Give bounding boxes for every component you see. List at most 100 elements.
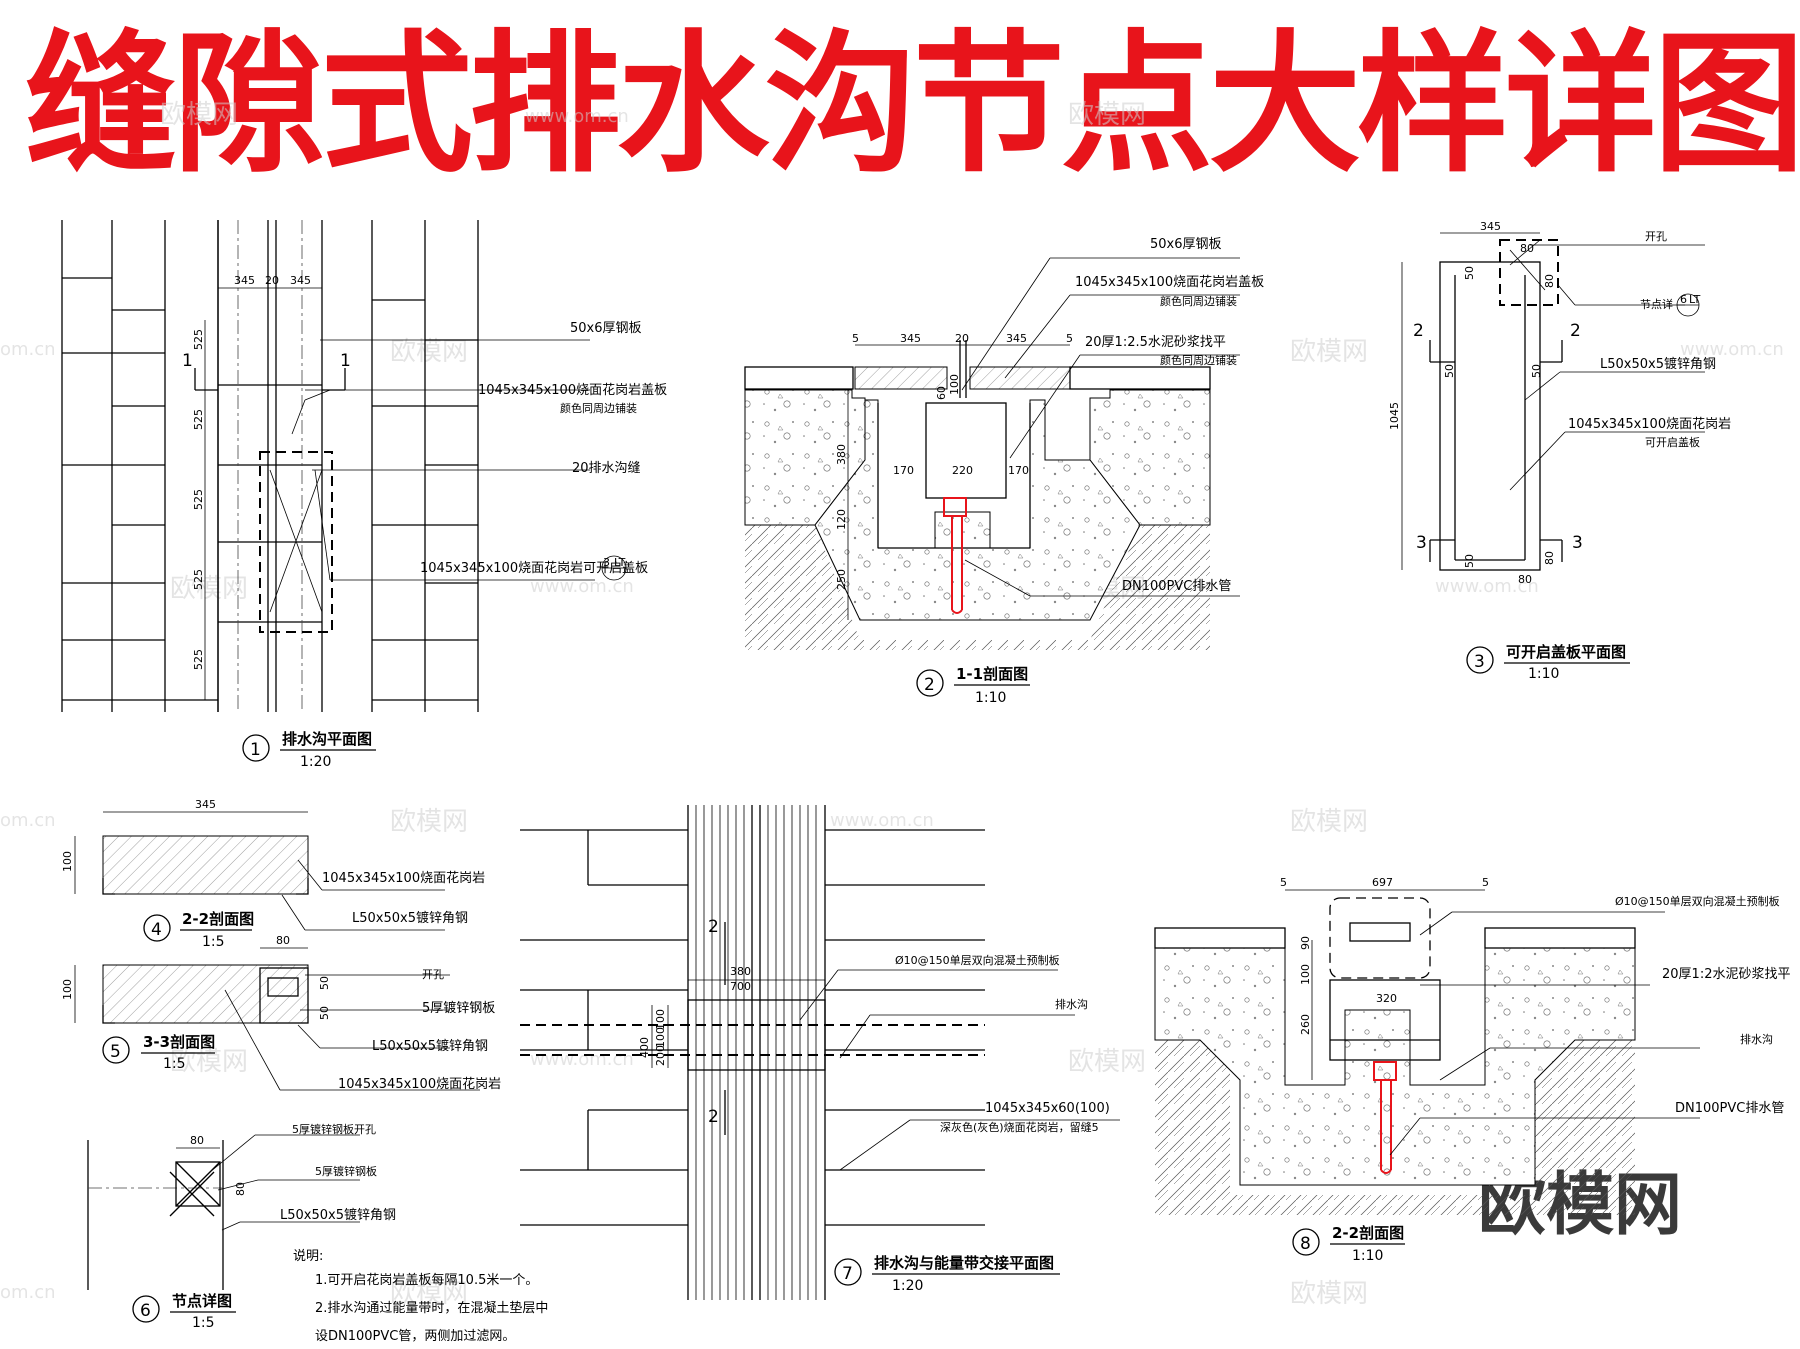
label-hole: 开孔 [1645, 230, 1667, 243]
label-stone: 1045x345x60(100) [985, 1101, 1110, 1116]
view-4-scale: 1:5 [202, 934, 225, 950]
dim-525-5: 525 [192, 649, 205, 670]
view-7-scale: 1:20 [892, 1278, 923, 1294]
dim-380: 380 [730, 965, 751, 978]
view-7-energy-belt-plan: 400 100 200 100 380 700 2 2 Ø10@150单层双向混… [520, 805, 1120, 1300]
section-mark-2-bottom: 2 [708, 1107, 719, 1127]
section-mark-2-left: 2 [1413, 321, 1424, 341]
dim-1045: 1045 [1388, 402, 1401, 430]
view-2-section-1-1: 5 345 20 345 5 170 220 170 380 120 250 6… [744, 237, 1264, 706]
watermark-brand: 欧模网 [1290, 807, 1368, 837]
dim-50-top: 50 [318, 976, 331, 990]
dim-50-bottom: 50 [1463, 554, 1476, 568]
dim-100-b: 100 [654, 1009, 667, 1030]
note-2: 2.排水沟通过能量带时，在混凝土垫层中 [315, 1300, 548, 1316]
dim-5-left: 5 [1280, 876, 1287, 889]
dim-525-1: 525 [192, 329, 205, 350]
view-5-scale: 1:5 [163, 1056, 186, 1072]
label-stone: 1045x345x100烧面花岗岩 [322, 870, 485, 886]
dim-345: 345 [195, 798, 216, 811]
section-mark-1-right: 1 [340, 351, 351, 371]
dim-345-left: 345 [900, 332, 921, 345]
ref-lt: LT [1689, 293, 1701, 306]
dim-700: 700 [730, 980, 751, 993]
label-node-ref: 节点详 [1640, 297, 1673, 311]
watermark-brand: 欧模网 [390, 807, 468, 837]
dim-50-bottom: 50 [318, 1006, 331, 1020]
watermark-site-short: om.cn [0, 339, 56, 360]
dim-100: 100 [61, 851, 74, 872]
view-6-number: 6 [140, 1301, 151, 1321]
ref-3: 3 [603, 556, 610, 569]
watermark-brand: 欧模网 [390, 1279, 468, 1309]
watermark-site: www.om.cn [1435, 576, 1539, 597]
watermark-site: www.om.cn [530, 1049, 634, 1070]
label-stone-openable: 可开启盖板 [1645, 435, 1700, 449]
label-angle: L50x50x5镀锌角钢 [280, 1207, 396, 1223]
label-drain: 排水沟 [1740, 1032, 1773, 1046]
watermark-site-short: om.cn [0, 810, 56, 831]
dim-80: 80 [276, 934, 290, 947]
dim-100-a: 100 [654, 1027, 667, 1048]
label-stone: 1045x345x100烧面花岗岩 [1568, 416, 1731, 432]
dim-525-2: 525 [192, 409, 205, 430]
dim-top-a: 345 [234, 274, 255, 287]
label-stone-color: 颜色同周边铺装 [1160, 294, 1237, 308]
section-mark-2-top: 2 [708, 917, 719, 937]
dim-60: 60 [935, 386, 948, 400]
label-drain: 排水沟 [1055, 997, 1088, 1011]
view-4-title: 2-2剖面图 [182, 910, 254, 928]
view-7-number: 7 [842, 1264, 853, 1284]
dim-90: 90 [1299, 936, 1312, 950]
label-steel-plate: 50x6厚钢板 [1150, 237, 1222, 252]
label-stone-cover-color: 颜色同周边铺装 [560, 401, 637, 415]
dim-400: 400 [638, 1037, 651, 1058]
dim-5-left: 5 [852, 332, 859, 345]
dim-320: 320 [1376, 992, 1397, 1005]
watermark-site: www.om.cn [830, 810, 934, 831]
view-3-openable-cover-plan: 345 80 80 50 50 50 50 80 80 1045 2 2 3 3 [1388, 220, 1731, 682]
dim-top-b: 20 [265, 274, 279, 287]
view-2-scale: 1:10 [975, 690, 1006, 706]
dim-50-right: 50 [1530, 364, 1543, 378]
notes-head: 说明: [293, 1249, 323, 1264]
dim-525-3: 525 [192, 489, 205, 510]
dim-5-right: 5 [1066, 332, 1073, 345]
view-8-scale: 1:10 [1352, 1248, 1383, 1264]
section-mark-1-left: 1 [182, 351, 193, 371]
dim-100: 100 [1299, 964, 1312, 985]
view-1-drain-plan: 1 1 345 20 345 525 525 525 525 525 50x6厚… [61, 220, 667, 770]
label-stone-cover: 1045x345x100烧面花岗岩盖板 [1075, 274, 1264, 290]
label-stone-cover: 1045x345x100烧面花岗岩盖板 [478, 382, 667, 398]
watermark-brand: 欧模网 [1290, 337, 1368, 367]
view-8-section-2-2: 5 697 5 320 90 100 260 Ø10@150单层双向混凝土预制板… [1154, 876, 1790, 1264]
dim-260: 260 [1299, 1014, 1312, 1035]
view-6-title: 节点详图 [172, 1292, 232, 1310]
view-4-section-2-2: 345 100 1045x345x100烧面花岗岩 L50x50x5镀锌角钢 4… [61, 798, 485, 950]
dim-170-left: 170 [893, 464, 914, 477]
view-1-title: 排水沟平面图 [282, 730, 372, 748]
dim-80-right: 80 [1543, 274, 1556, 288]
watermark-site: www.om.cn [525, 106, 629, 127]
dim-525-4: 525 [192, 569, 205, 590]
view-2-number: 2 [924, 675, 935, 695]
view-7-title: 排水沟与能量带交接平面图 [874, 1254, 1054, 1272]
ref-6: 6 [1680, 293, 1687, 306]
view-3-number: 3 [1474, 652, 1485, 672]
label-rebar: Ø10@150单层双向混凝土预制板 [1615, 894, 1780, 908]
dim-50-left: 50 [1443, 364, 1456, 378]
watermark-site: www.om.cn [530, 576, 634, 597]
label-mortar-color: 颜色同周边铺装 [1160, 353, 1237, 367]
dim-50-top: 50 [1463, 266, 1476, 280]
watermark-brand: 欧模网 [1068, 100, 1146, 130]
view-1-number: 1 [250, 740, 261, 760]
label-mortar: 20厚1:2水泥砂浆找平 [1662, 967, 1790, 982]
label-slot: 20排水沟缝 [572, 461, 641, 476]
label-hole: 开孔 [422, 968, 444, 981]
watermarks: 欧模网 www.om.cn 欧模网 欧模网 欧模网 om.cn www.om.c… [0, 100, 1784, 1309]
view-3-scale: 1:10 [1528, 666, 1559, 682]
section-mark-2-right: 2 [1570, 321, 1581, 341]
view-5-section-3-3: 80 100 50 50 开孔 5厚镀锌钢板 L50x50x5镀锌角钢 1045… [61, 934, 501, 1092]
dim-top-c: 345 [290, 274, 311, 287]
